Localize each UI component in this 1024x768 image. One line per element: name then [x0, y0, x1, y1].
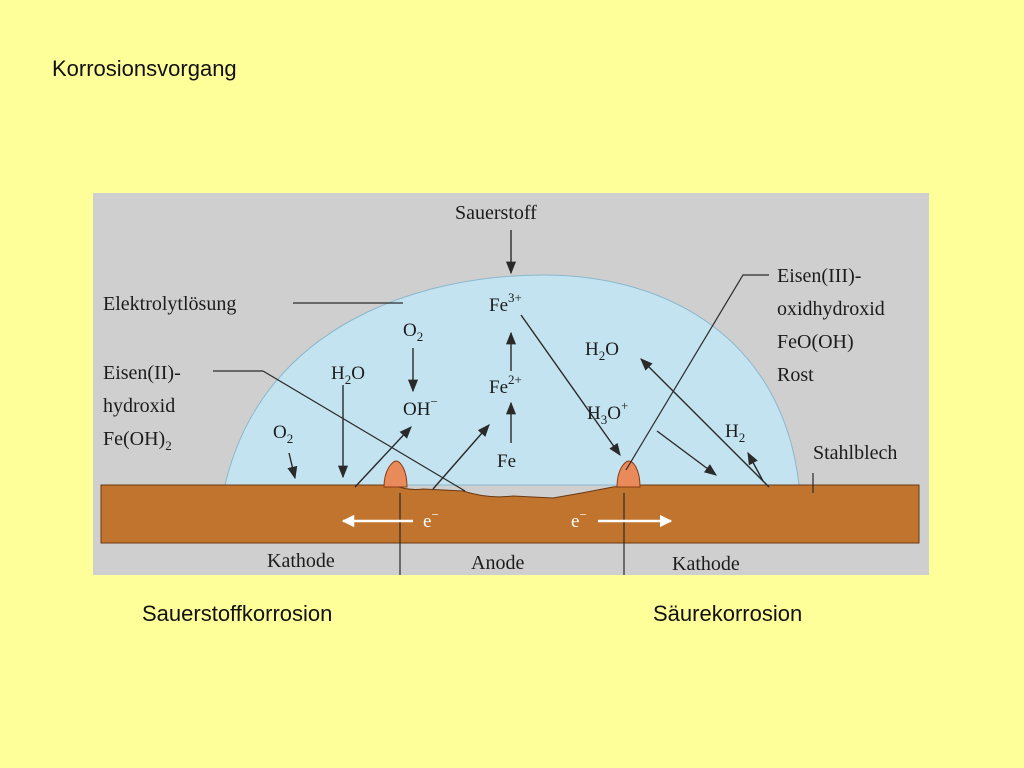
label-anode: Anode	[471, 552, 524, 574]
label-kathode-right: Kathode	[672, 553, 740, 575]
species-electron-right: e−	[571, 507, 587, 532]
species-h2o-right: H2O	[585, 339, 619, 363]
label-eisen2-formula: Fe(OH)2	[103, 428, 172, 453]
slide-title: Korrosionsvorgang	[52, 56, 237, 81]
rust-deposit-right	[616, 460, 641, 488]
label-kathode-left: Kathode	[267, 550, 335, 572]
arrow-h2-up	[747, 451, 764, 482]
species-fe3: Fe3+	[489, 290, 522, 316]
species-h2o-left: H2O	[331, 363, 365, 387]
label-elektrolyt: Elektrolytlösung	[103, 293, 236, 315]
label-eisen3-line1: Eisen(III)-	[777, 265, 861, 287]
steel-plate	[100, 484, 920, 544]
caption-sauerstoffkorrosion: Sauerstoffkorrosion	[142, 601, 333, 626]
label-eisen3-formula: FeO(OH)	[777, 331, 854, 353]
species-h2: H2	[725, 421, 745, 445]
species-electron-left: e−	[423, 507, 439, 532]
species-fe: Fe	[497, 451, 516, 472]
label-eisen2-line1: Eisen(II)-	[103, 362, 181, 384]
label-sauerstoff: Sauerstoff	[455, 202, 537, 224]
rust-deposit-left	[383, 460, 408, 488]
label-rost: Rost	[777, 364, 814, 386]
arrow-h3o-right	[656, 430, 718, 476]
species-oh: OH−	[403, 394, 438, 420]
label-stahlblech: Stahlblech	[813, 442, 897, 464]
species-fe2: Fe2+	[489, 372, 522, 398]
arrow-o2-left-down	[287, 452, 298, 480]
leader-eisen2-diag	[262, 370, 466, 492]
species-o2-left: O2	[273, 422, 293, 446]
arrow-fe3-right	[520, 314, 621, 457]
arrow-to-h2o-right	[640, 358, 770, 488]
species-h3o: H3O+	[587, 398, 628, 427]
corrosion-diagram: Sauerstoff Elektrolytlösung Eisen(II)- h…	[93, 193, 929, 575]
arrow-to-oh	[354, 426, 412, 488]
caption-saeurekorrosion: Säurekorrosion	[653, 601, 803, 626]
electrolyte-drop	[224, 274, 800, 486]
species-o2-top: O2	[403, 320, 423, 344]
leader-eisen3	[625, 274, 769, 471]
arrow-anode-oh	[432, 424, 490, 490]
label-eisen3-line2: oxidhydroxid	[777, 298, 885, 320]
label-eisen2-line2: hydroxid	[103, 395, 175, 417]
